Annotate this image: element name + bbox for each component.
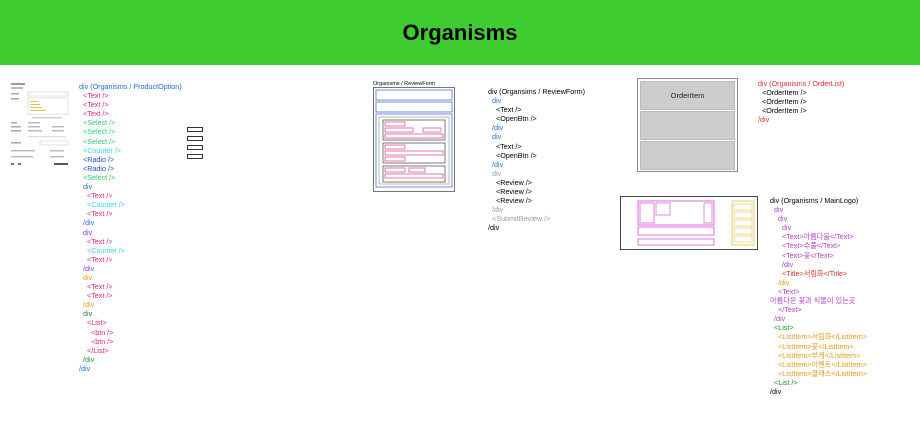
review-form-caption: Organisms / ReviewForm	[373, 81, 436, 87]
order-item: OrderItem	[640, 81, 735, 110]
code-line: div	[492, 168, 502, 178]
select-box	[187, 127, 203, 132]
code-line: <Radio />	[83, 163, 115, 173]
code-line: <Title>서림화</Title>	[782, 268, 848, 278]
code-line: /div	[770, 386, 782, 396]
order-item-label: OrderItem	[670, 91, 705, 100]
code-line: /div	[83, 263, 95, 273]
code-line: 아름다운 꽃과 식물이 있는곳	[770, 296, 856, 306]
product-option-code: div (Organisms / ProductOption)<Text /><…	[79, 82, 182, 373]
code-line: div	[83, 309, 93, 319]
select-box	[187, 154, 203, 159]
code-line: /div	[774, 314, 786, 324]
code-line: div (Organsims / ReviewForm)	[488, 87, 586, 96]
code-line: <Text>수풀</Text>	[782, 241, 841, 251]
code-line: <Text />	[87, 236, 113, 246]
code-line: /div	[83, 300, 95, 310]
code-line: div	[778, 214, 788, 224]
main-logo-wireframe	[620, 196, 758, 250]
code-line: <Text />	[87, 254, 113, 264]
code-line: <Text>꽃</Text>	[782, 250, 834, 260]
code-line: <Review />	[496, 187, 532, 197]
code-line: /div	[778, 277, 790, 287]
code-line: <Select />	[83, 118, 116, 128]
code-line: <Radio />	[83, 154, 115, 164]
code-line: div	[83, 182, 93, 192]
code-line: <Text />	[87, 209, 113, 219]
code-line: div (Organisms / OrderList)	[758, 79, 845, 88]
code-line: div	[492, 96, 502, 106]
code-line: <ListItem>서림화</ListItem>	[778, 332, 867, 342]
select-box	[187, 136, 203, 141]
review-form-code: div (Organsims / ReviewForm)div<Text /><…	[488, 87, 585, 233]
code-line: <ListItem>이벤트</ListItem>	[778, 359, 867, 369]
code-line: <Text />	[87, 282, 113, 292]
code-line: <Text />	[83, 100, 109, 110]
code-line: /div	[492, 205, 504, 215]
code-line: <Review />	[496, 196, 532, 206]
order-list-wireframe: OrderItem	[637, 78, 738, 172]
code-line: div (Organisms / ProductOption)	[79, 82, 182, 91]
code-line: <Select />	[83, 127, 116, 137]
code-line: <Text />	[87, 191, 113, 201]
code-line: <Counter />	[87, 245, 125, 255]
code-line: <SubmitReview />	[492, 214, 551, 224]
code-line: <OrderItem />	[762, 97, 807, 107]
code-line: <OrderItem />	[762, 106, 807, 116]
code-line: div	[782, 223, 792, 233]
code-line: <Text />	[87, 291, 113, 301]
code-line: /div	[758, 115, 770, 125]
code-line: <OpenBtn />	[496, 150, 537, 160]
order-item	[640, 141, 735, 170]
code-line: /div	[79, 363, 91, 373]
code-line: <Text>	[778, 286, 800, 296]
code-line: <Text>아름다울</Text>	[782, 232, 854, 242]
code-line: /div	[83, 218, 95, 228]
code-line: /div	[782, 259, 794, 269]
code-line: <List />	[774, 377, 798, 387]
code-line: div	[83, 272, 93, 282]
code-line: /div	[488, 223, 500, 233]
code-line: <Counter />	[87, 200, 125, 210]
code-line: <Counter />	[83, 145, 121, 155]
code-line: <ListItem>부케</ListItem>	[778, 350, 861, 360]
review-form-wireframe	[373, 87, 455, 192]
product-option-wireframe	[10, 82, 72, 174]
code-line: /div	[492, 123, 504, 133]
code-line: <List>	[774, 323, 794, 333]
order-list-code: div (Organisms / OrderList)<OrderItem />…	[758, 79, 844, 124]
code-line: <Text />	[83, 109, 109, 119]
code-line: /div	[492, 159, 504, 169]
code-line: <Text />	[496, 141, 522, 151]
code-line: </Text>	[778, 305, 802, 315]
code-line: <OpenBtn />	[496, 114, 537, 124]
code-line: </List>	[87, 345, 109, 355]
page-title: Organisms	[402, 19, 518, 45]
code-line: <Review />	[496, 177, 532, 187]
code-line: <List>	[87, 318, 107, 328]
code-line: <Text />	[496, 105, 522, 115]
code-line: div	[492, 132, 502, 142]
code-line: div	[774, 205, 784, 215]
code-line: <OrderItem />	[762, 88, 807, 98]
code-line: <ListItem>꽃</ListItem>	[778, 341, 854, 351]
header-banner: Organisms	[0, 0, 920, 65]
code-line: /div	[83, 354, 95, 364]
order-item	[640, 111, 735, 140]
code-line: div	[83, 227, 93, 237]
code-line: <btn />	[91, 336, 114, 346]
code-line: <Select />	[83, 172, 116, 182]
code-line: <btn />	[91, 327, 114, 337]
code-line: <Select />	[83, 136, 116, 146]
code-line: div (Organisms / MainLogo)	[770, 196, 859, 205]
select-box	[187, 145, 203, 150]
code-line: <Text />	[83, 91, 109, 101]
code-line: <ListItem>클래스</ListItem>	[778, 368, 867, 378]
